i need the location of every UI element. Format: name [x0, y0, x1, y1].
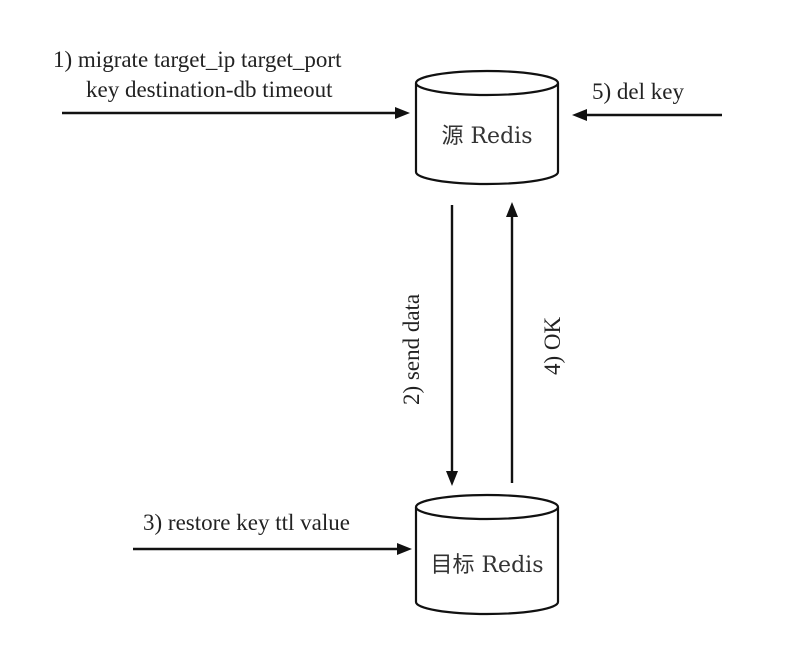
del-key-step: 5) del key	[572, 79, 722, 121]
target-redis-cylinder	[414, 507, 560, 616]
ok-step: 4) OK	[506, 202, 565, 483]
ok-label: 4) OK	[540, 316, 565, 375]
restore-step: 3) restore key ttl value	[133, 510, 412, 555]
restore-arrowhead	[397, 543, 412, 555]
target-redis-label: 目标 Redis	[431, 553, 544, 578]
migrate-step: 1) migrate target_ip target_port key des…	[53, 47, 410, 119]
ok-arrowhead	[506, 202, 518, 217]
migrate-arrowhead	[395, 107, 410, 119]
target-redis-node: 目标 Redis	[414, 493, 560, 616]
restore-label: 3) restore key ttl value	[143, 510, 350, 535]
source-redis-cylinder	[414, 83, 560, 186]
del-key-label: 5) del key	[592, 79, 684, 104]
target-redis-cylinder-top	[414, 493, 560, 521]
migrate-label-line1: 1) migrate target_ip target_port	[53, 47, 342, 72]
send-data-step: 2) send data	[399, 205, 458, 486]
source-redis-cylinder-top	[414, 69, 560, 97]
source-redis-label: 源 Redis	[442, 124, 533, 149]
del-key-arrowhead	[572, 109, 587, 121]
source-redis-node: 源 Redis	[414, 69, 560, 186]
send-data-arrowhead	[446, 471, 458, 486]
migrate-label-line2: key destination-db timeout	[86, 77, 333, 102]
send-data-label: 2) send data	[399, 294, 424, 405]
